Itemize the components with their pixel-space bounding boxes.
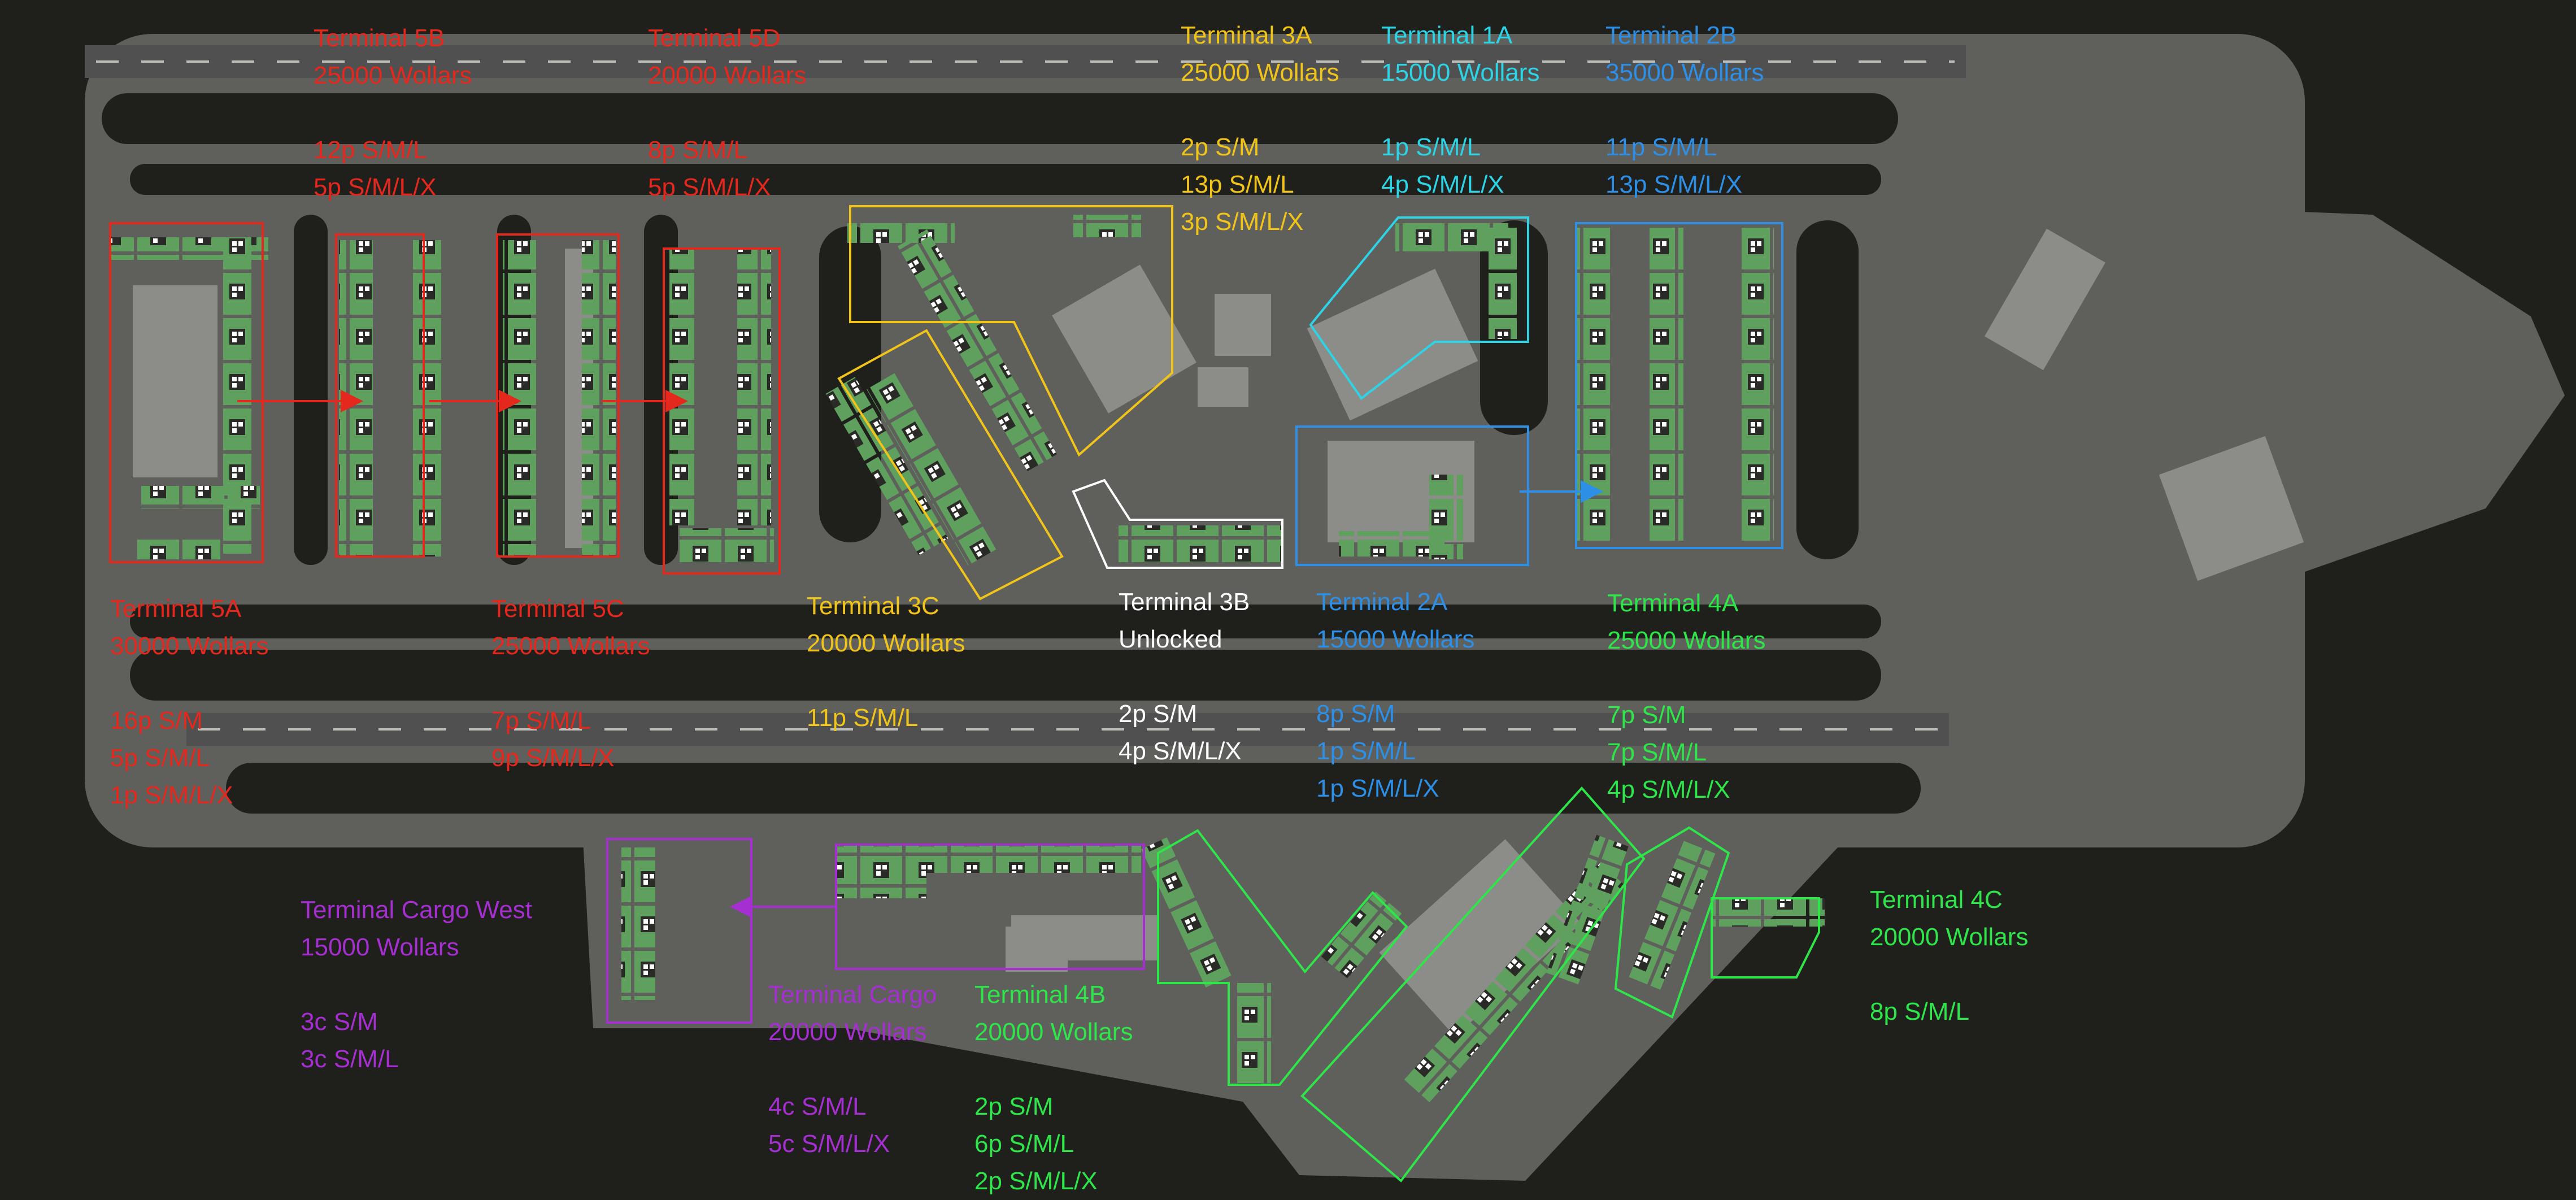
- label-t3a: Terminal 3A 25000 Wollars 2p S/M 13p S/M…: [1181, 17, 1339, 241]
- stand-info: 5p S/M/L/X: [648, 173, 771, 201]
- t4c-outline: [1614, 826, 1730, 1019]
- label-t4b: Terminal 4B 20000 Wollars 2p S/M 6p S/M/…: [974, 976, 1133, 1200]
- stand-info: 13p S/M/L/X: [1605, 171, 1743, 198]
- label-t2a: Terminal 2A 15000 Wollars 8p S/M 1p S/M/…: [1316, 584, 1474, 807]
- terminal-name: Terminal Cargo West: [301, 896, 532, 924]
- stand-info: 2p S/M/L/X: [974, 1167, 1098, 1195]
- stand-info: 8p S/M: [1316, 700, 1395, 728]
- stand-info: 1p S/M/L: [1316, 737, 1416, 765]
- stand-info: 7p S/M: [1607, 701, 1686, 729]
- stand-info: 7p S/M/L: [1607, 738, 1707, 766]
- t4b-outline: [1157, 829, 1408, 1086]
- terminal-name: Terminal 5D: [648, 24, 781, 52]
- stand-info: 5p S/M/L: [110, 744, 210, 772]
- stand-info: 13p S/M/L: [1181, 171, 1294, 198]
- t1a-outline: [1309, 216, 1529, 400]
- transfer-arrows: [237, 390, 1603, 918]
- terminal-price: 25000 Wollars: [1607, 627, 1766, 654]
- stand-info: 3c S/M/L: [301, 1045, 399, 1073]
- label-t5d: Terminal 5D 20000 Wollars 8p S/M/L 5p S/…: [648, 20, 806, 206]
- terminal-outlines: [109, 205, 1820, 1182]
- label-t5b: Terminal 5B 25000 Wollars 12p S/M/L 5p S…: [314, 20, 472, 206]
- stand-info: 8p S/M/L: [1870, 998, 1970, 1025]
- t2a-outline: [1295, 425, 1529, 566]
- terminal-price: 20000 Wollars: [974, 1018, 1133, 1046]
- terminal-name: Terminal 3B: [1119, 588, 1250, 616]
- stand-info: 4p S/M/L/X: [1381, 171, 1504, 198]
- t2b-outline: [1575, 222, 1783, 549]
- stand-info: 9p S/M/L/X: [491, 744, 615, 772]
- stand-info: 4p S/M/L/X: [1607, 776, 1730, 803]
- stand-info: 1p S/M/L/X: [110, 781, 233, 809]
- stand-info: 16p S/M: [110, 707, 203, 734]
- terminal-price: 20000 Wollars: [648, 62, 807, 89]
- runways: [85, 45, 1966, 746]
- label-t5c: Terminal 5C 25000 Wollars 7p S/M/L 9p S/…: [491, 590, 650, 777]
- terminal-name: Terminal 3C: [807, 592, 939, 620]
- t5d-outline: [663, 247, 781, 575]
- label-t5a: Terminal 5A 30000 Wollars 16p S/M 5p S/M…: [110, 590, 268, 814]
- label-t4a: Terminal 4A 25000 Wollars 7p S/M 7p S/M/…: [1607, 585, 1765, 808]
- stand-info: 4c S/M/L: [768, 1093, 867, 1120]
- terminal-name: Terminal 4A: [1607, 589, 1739, 617]
- stand-info: 12p S/M/L: [314, 136, 427, 164]
- t5c-outline: [496, 233, 620, 558]
- terminal-name: Terminal 4C: [1870, 886, 2003, 914]
- terminal-price: 30000 Wollars: [110, 632, 269, 660]
- terminal-name: Terminal 5C: [491, 595, 624, 623]
- label-t3b: Terminal 3B Unlocked 2p S/M 4p S/M/L/X: [1119, 584, 1250, 770]
- terminal-price: 25000 Wollars: [1181, 59, 1339, 86]
- terminal-price: 25000 Wollars: [314, 62, 472, 89]
- stand-info: 5p S/M/L/X: [314, 173, 437, 201]
- terminal-name: Terminal 3A: [1181, 21, 1312, 49]
- label-cargo-west: Terminal Cargo West 15000 Wollars 3c S/M…: [301, 892, 532, 1078]
- t3c-outline: [837, 329, 1064, 601]
- label-t1a: Terminal 1A 15000 Wollars 1p S/M/L 4p S/…: [1381, 17, 1539, 203]
- terminal-name: Terminal 1A: [1381, 21, 1513, 49]
- t3a-outline: [849, 205, 1173, 457]
- terminal-name: Terminal 5B: [314, 24, 445, 52]
- grass-islands: [102, 93, 1921, 814]
- terminal-price: 20000 Wollars: [1870, 923, 2029, 951]
- stand-info: 6p S/M/L: [974, 1130, 1074, 1158]
- terminal-price: 25000 Wollars: [491, 632, 650, 660]
- label-t2b: Terminal 2B 35000 Wollars 11p S/M/L 13p …: [1605, 17, 1764, 203]
- t4c-apron-outline: [1711, 897, 1820, 979]
- stand-info: 2p S/M: [1181, 133, 1260, 161]
- stand-info: 2p S/M: [1119, 700, 1198, 728]
- stand-info: 11p S/M/L: [1605, 133, 1717, 161]
- stand-info: 5c S/M/L/X: [768, 1130, 890, 1158]
- terminal-price: 35000 Wollars: [1605, 59, 1764, 86]
- stand-info: 4p S/M/L/X: [1119, 737, 1242, 765]
- terminal-price: 15000 Wollars: [1316, 625, 1475, 653]
- cargo-west-outline: [606, 838, 752, 1024]
- t3b-outline: [1072, 479, 1283, 569]
- terminal-price: 15000 Wollars: [301, 933, 459, 961]
- t4b-main-outline: [1300, 786, 1646, 1182]
- terminal-name: Terminal 2A: [1316, 588, 1448, 616]
- label-t4c: Terminal 4C 20000 Wollars 8p S/M/L: [1870, 881, 2028, 1031]
- label-cargo: Terminal Cargo 20000 Wollars 4c S/M/L 5c…: [768, 976, 937, 1163]
- stand-info: 7p S/M/L: [491, 707, 591, 734]
- stand-info: 2p S/M: [974, 1093, 1054, 1120]
- stand-info: 3c S/M: [301, 1008, 378, 1036]
- stand-info: 1p S/M/L/X: [1316, 775, 1439, 802]
- terminal-price: 20000 Wollars: [768, 1018, 927, 1046]
- t5b-outline: [335, 233, 425, 558]
- stand-info: 8p S/M/L: [648, 136, 748, 164]
- terminal-price: 15000 Wollars: [1381, 59, 1540, 86]
- terminal-price: 20000 Wollars: [807, 629, 965, 657]
- aircraft-stands: [110, 215, 1825, 1104]
- terminal-price: Unlocked: [1119, 625, 1222, 653]
- terminal-name: Terminal 2B: [1605, 21, 1737, 49]
- label-t3c: Terminal 3C 20000 Wollars 11p S/M/L: [807, 588, 965, 737]
- terminal-name: Terminal 4B: [974, 981, 1106, 1008]
- stand-info: 11p S/M/L: [807, 704, 919, 732]
- t5a-outline: [109, 222, 264, 563]
- terminal-name: Terminal 5A: [110, 595, 242, 623]
- stand-info: 3p S/M/L/X: [1181, 208, 1304, 236]
- terminal-name: Terminal Cargo: [768, 981, 937, 1008]
- stand-info: 1p S/M/L: [1381, 133, 1481, 161]
